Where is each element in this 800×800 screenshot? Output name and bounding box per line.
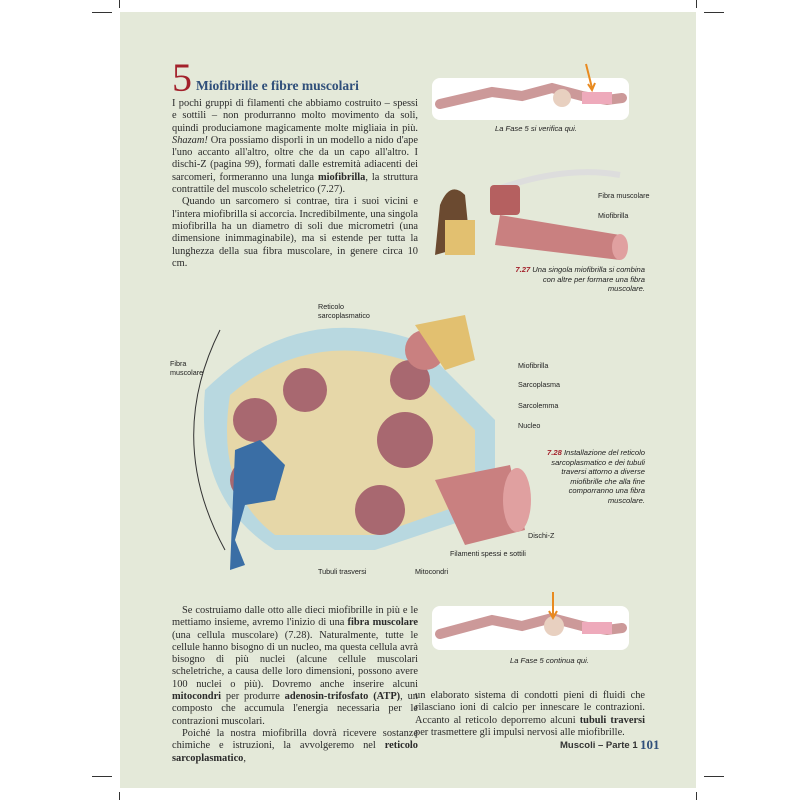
- text: Shazam!: [172, 134, 208, 146]
- crop-mark: [696, 0, 697, 8]
- stage-figure-bottom: [432, 606, 629, 650]
- figure-caption-7-27: 7.27 Una singola miofibrilla si combina …: [505, 265, 645, 294]
- label-fibra-muscolare: Fibra muscolare: [598, 191, 650, 200]
- label-nucleo: Nucleo: [518, 421, 541, 430]
- page-number: 101: [640, 737, 660, 752]
- text: , la struttura contrattile del muscolo s…: [172, 171, 419, 196]
- term: fibra muscolare: [347, 617, 418, 629]
- figure-caption: La Fase 5 si verifica qui.: [495, 124, 577, 133]
- figure-caption-7-28: 7.28 Installazione del reticolo sarcopla…: [545, 448, 645, 505]
- crop-mark: [704, 12, 724, 13]
- label-filamenti: Filamenti spessi e sottili: [450, 549, 526, 558]
- label-sarcoplasma: Sarcoplasma: [518, 380, 560, 389]
- term: miofibrilla: [318, 171, 366, 183]
- crop-mark: [696, 792, 697, 800]
- paragraph-5: un elaborato sistema di condotti pieni d…: [415, 690, 645, 739]
- crop-mark: [92, 12, 112, 13]
- text: ,: [243, 752, 246, 764]
- text: Se costruiamo dalle otto alle dieci miof…: [172, 605, 418, 629]
- term: adenosin-trifosfato (ATP): [284, 691, 401, 703]
- myofibril-illustration: [435, 169, 628, 260]
- label-tubuli: Tubuli trasversi: [318, 567, 367, 576]
- section-title: Miofibrille e fibre muscolari: [196, 78, 359, 93]
- body-text-right: un elaborato sistema di condotti pieni d…: [415, 690, 645, 739]
- body-text: Se costruiamo dalle otto alle dieci miof…: [172, 605, 418, 765]
- caption-text: Installazione del reticolo sarcoplasmati…: [551, 448, 645, 505]
- text: Ora possiamo disporli in un modello a ni…: [172, 134, 418, 183]
- label-sarcolemma: Sarcolemma: [518, 401, 559, 410]
- text: per produrre: [221, 691, 285, 703]
- term: tubuli traversi: [579, 714, 645, 726]
- crop-mark: [704, 776, 724, 777]
- figure-number: 7.27: [515, 265, 531, 274]
- muscle-fiber-illustration: [193, 315, 531, 570]
- paragraph-2: Quando un sarcomero si contrae, tira i s…: [172, 196, 418, 269]
- text: un elaborato sistema di condotti pieni d…: [415, 690, 645, 726]
- figure-number: 7.28: [547, 448, 562, 457]
- text: I pochi gruppi di filamenti che abbiamo …: [172, 98, 418, 134]
- paragraph-1: I pochi gruppi di filamenti che abbiamo …: [172, 98, 418, 196]
- text: per trasmettere gli impulsi nervosi alle…: [415, 726, 625, 738]
- arrow-icon: [585, 63, 596, 93]
- crop-mark: [119, 0, 120, 8]
- muscle-progression-illustration: [435, 82, 627, 109]
- label-mitocondri: Mitocondri: [415, 567, 449, 576]
- running-footer: Muscoli – Parte 1: [560, 740, 638, 751]
- figure-caption: La Fase 5 continua qui.: [510, 656, 589, 665]
- text: , un composto che accumula l'energia nec…: [172, 691, 418, 727]
- label-miofibrilla: Miofibrilla: [598, 211, 629, 220]
- label-fibra-muscolare: Fibra muscolare: [170, 359, 204, 377]
- caption-text: Una singola miofibrilla si combina con a…: [530, 265, 645, 293]
- paragraph-4: Poiché la nostra miofibrilla dovrà ricev…: [172, 728, 418, 765]
- text: Poiché la nostra miofibrilla dovrà ricev…: [172, 727, 418, 752]
- term: mitocondri: [172, 691, 222, 703]
- muscle-progression-illustration: [435, 612, 627, 639]
- label-miofibrilla: Miofibrilla: [518, 361, 549, 370]
- crop-mark: [119, 792, 120, 800]
- label-dischi-z: Dischi-Z: [528, 531, 555, 540]
- text: (una cellula muscolare) (7.28). Naturalm…: [172, 629, 418, 690]
- intro-text: I pochi gruppi di filamenti che abbiamo …: [172, 98, 418, 270]
- arrow-icon: [548, 592, 558, 621]
- stage-figure-top: [432, 78, 629, 120]
- label-reticolo: Reticolo sarcoplasmatico: [318, 302, 370, 320]
- paragraph-3: Se costruiamo dalle otto alle dieci miof…: [172, 605, 418, 728]
- term: reticolo sarcoplasmatico: [172, 740, 418, 764]
- crop-mark: [92, 776, 112, 777]
- section-number: 5: [172, 55, 192, 100]
